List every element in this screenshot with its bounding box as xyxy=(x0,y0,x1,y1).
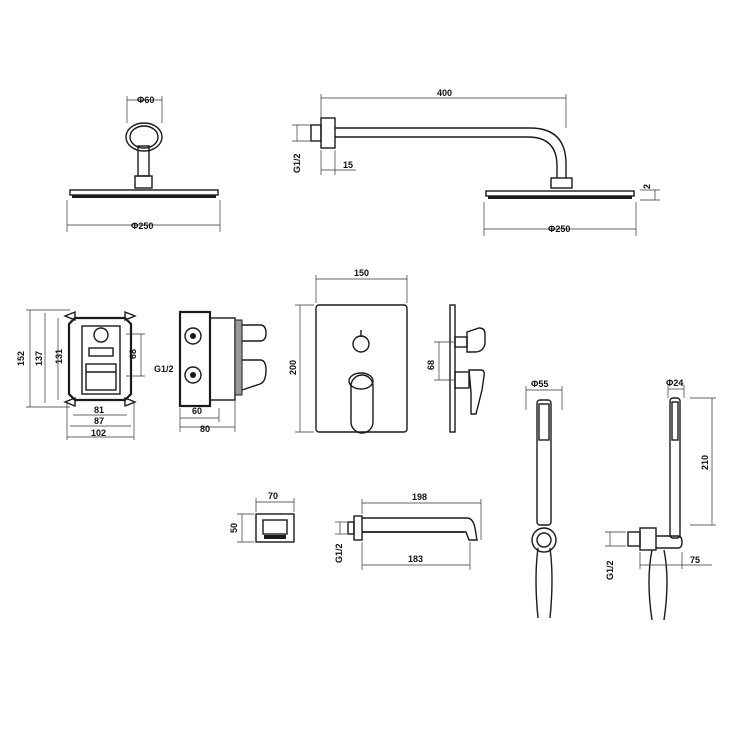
dim-valve-depth-80: 80 xyxy=(200,424,210,434)
concealed-box-front xyxy=(26,309,145,440)
shower-head-left xyxy=(66,96,221,232)
dim-mixer-side: 68 xyxy=(426,360,436,370)
concealed-box-side xyxy=(178,310,267,432)
mixer-plate xyxy=(295,275,408,434)
dim-holder-thread: G1/2 xyxy=(605,560,615,580)
dim-overflow-height: 50 xyxy=(229,523,239,533)
hand-shower-set xyxy=(525,386,563,619)
dim-plate-width: 150 xyxy=(354,268,369,278)
dim-flange-dia: Φ60 xyxy=(137,95,154,105)
dim-spout-length: 198 xyxy=(412,492,427,502)
overflow-outlet xyxy=(237,498,295,543)
dim-box-height-mid: 137 xyxy=(34,351,44,366)
dim-head-right-dia: Φ250 xyxy=(548,224,570,234)
bath-spout xyxy=(335,499,482,570)
dim-arm-thread: G1/2 xyxy=(292,153,302,173)
dim-head-left-dia: Φ250 xyxy=(131,221,153,231)
dim-holder-length: 210 xyxy=(700,455,710,470)
dim-box-width-outer: 102 xyxy=(91,428,106,438)
shower-arm-assembly xyxy=(292,94,660,236)
dim-arm-length: 400 xyxy=(437,88,452,98)
dim-box-width-mid: 87 xyxy=(94,416,104,426)
dim-hand-dia: Φ55 xyxy=(531,379,548,389)
dim-valve-thread: G1/2 xyxy=(154,364,174,374)
dim-box-side: 68 xyxy=(128,349,138,359)
holder-shower-set xyxy=(605,385,716,621)
dim-box-height-outer: 152 xyxy=(16,351,26,366)
dim-holder-dia: Φ24 xyxy=(666,378,683,388)
dim-spout-thread: G1/2 xyxy=(334,543,344,563)
dim-valve-depth-60: 60 xyxy=(192,406,202,416)
dim-arm-offset: 15 xyxy=(343,160,353,170)
dim-head-thickness: 2 xyxy=(642,184,652,189)
dim-box-width-inner: 81 xyxy=(94,405,104,415)
mixer-side xyxy=(434,304,486,433)
dim-box-height-inner: 131 xyxy=(54,349,64,364)
dim-spout-inner: 183 xyxy=(408,554,423,564)
dim-plate-height: 200 xyxy=(288,360,298,375)
dim-holder-offset: 75 xyxy=(690,555,700,565)
dim-overflow-width: 70 xyxy=(268,491,278,501)
